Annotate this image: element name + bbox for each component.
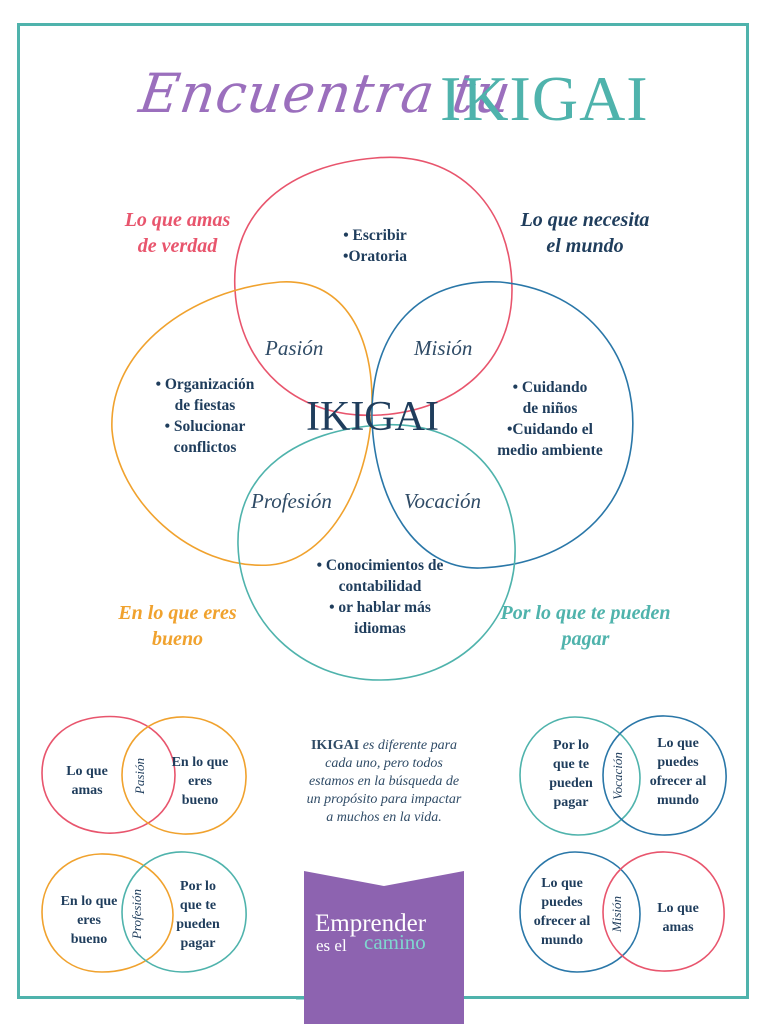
logo-line2a: es el	[316, 936, 347, 955]
mini1-middle: Pasión	[132, 757, 148, 795]
good-circle	[111, 281, 373, 566]
mini2-right-circle	[121, 851, 247, 973]
mini3-left-circle	[519, 716, 641, 836]
mini4-left-circle	[519, 851, 641, 973]
mini1-right-circle	[121, 716, 247, 835]
world-circle	[371, 281, 634, 569]
center-ikigai: IKIGAI	[306, 394, 439, 440]
logo-line2b: camino	[364, 930, 426, 954]
logo-line1: Emprender	[315, 910, 427, 937]
overlap-pasion: Pasión	[265, 336, 324, 360]
mini3-middle: Vocación	[609, 752, 625, 800]
ikigai-note: IKIGAI es diferente para cada uno, pero …	[304, 737, 464, 827]
overlap-vocacion: Vocación	[404, 489, 481, 513]
mini2-middle: Profesión	[129, 888, 145, 940]
mini4-middle: Misión	[609, 895, 625, 933]
logo-shape	[304, 871, 464, 1024]
title-ikigai: IKIGAI	[440, 63, 649, 134]
note-text: es diferente para cada uno, pero todos e…	[306, 738, 462, 825]
mini1-left-circle	[41, 715, 176, 834]
overlap-profesion: Profesión	[251, 489, 332, 513]
note-bold: IKIGAI	[310, 738, 360, 753]
love-items: • Escribir•Oratoria	[343, 227, 407, 265]
mini4-right-circle	[602, 851, 725, 972]
overlap-mision: Misión	[414, 336, 473, 360]
paid-circle	[237, 423, 516, 681]
mini3-right-circle	[602, 715, 727, 836]
mini2-left-circle	[41, 853, 174, 973]
love-circle	[234, 156, 513, 417]
